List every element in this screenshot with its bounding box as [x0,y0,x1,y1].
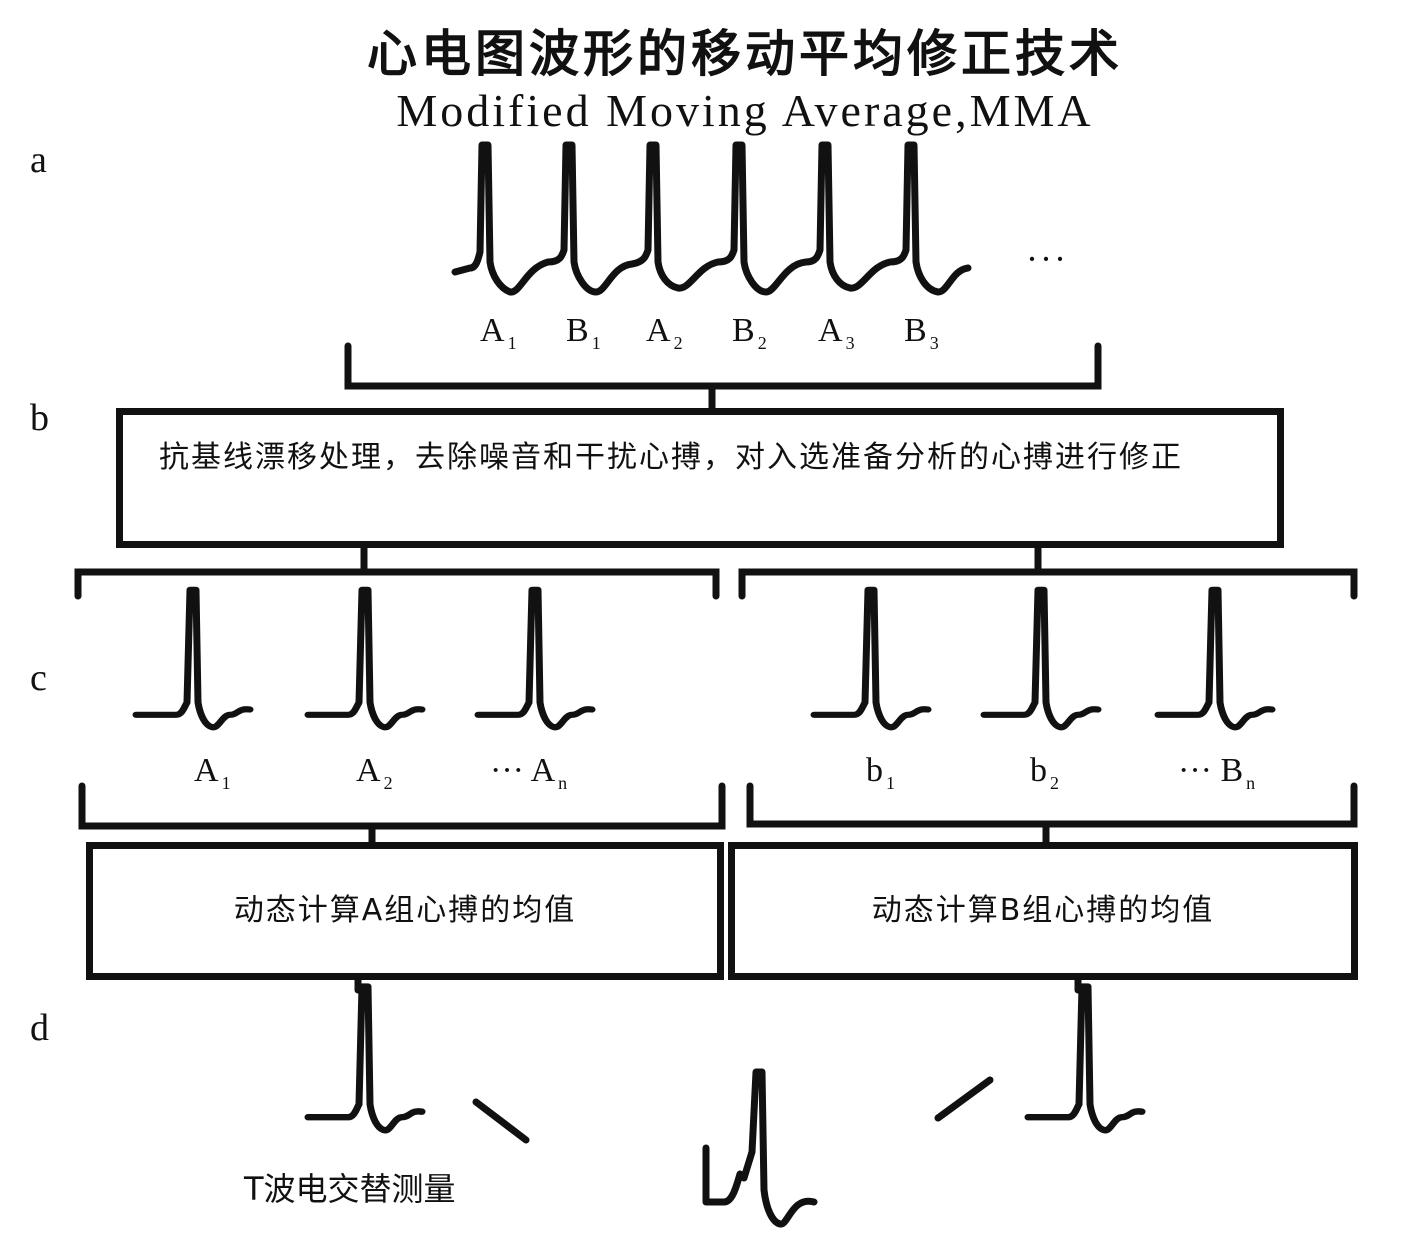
brace-group-b-to-average [746,782,1358,850]
group-b-beat-1 [814,590,928,727]
group-b-beat-2 [984,590,1098,727]
group-b-beat-3 [1158,590,1272,727]
average-b-box: 动态计算B组心搏的均值 [728,842,1358,980]
average-b-box-text: 动态计算B组心搏的均值 [871,893,1215,928]
average-b-beat [1028,987,1142,1131]
title-chinese: 心电图波形的移动平均修正技术 [367,24,1123,83]
brace-sequence-to-processing [344,342,1102,414]
arrow-b-to-comparison [934,1076,994,1122]
brace-group-a-to-average [78,782,726,850]
step-b-label: b [30,397,49,439]
brace-processing-to-group-a [74,544,720,600]
step-c-label: c [30,657,47,699]
average-a-box: 动态计算A组心搏的均值 [86,842,724,980]
measurement-label: T波电交替测量 [244,1170,456,1208]
arrow-a-to-comparison [472,1098,530,1144]
ecg-strip-sequence [451,141,972,296]
group-a-beat-3 [478,590,592,727]
group-a-beat-1 [136,590,250,727]
sequence-ellipsis: ··· [1026,239,1068,279]
step-d-label: d [30,1007,49,1049]
title-english: Modified Moving Average,MMA [396,85,1094,136]
comparison-beat [702,1068,818,1228]
group-a-beat-2 [308,590,422,727]
brace-processing-to-group-b [738,544,1358,600]
processing-box-text: 抗基线漂移处理，去除噪音和干扰心搏，对入选准备分析的心搏进行修正 [159,440,1183,475]
average-a-box-text: 动态计算A组心搏的均值 [233,893,577,928]
step-a-label: a [30,139,47,181]
processing-box: 抗基线漂移处理，去除噪音和干扰心搏，对入选准备分析的心搏进行修正 [116,408,1284,548]
average-a-beat [308,987,422,1131]
